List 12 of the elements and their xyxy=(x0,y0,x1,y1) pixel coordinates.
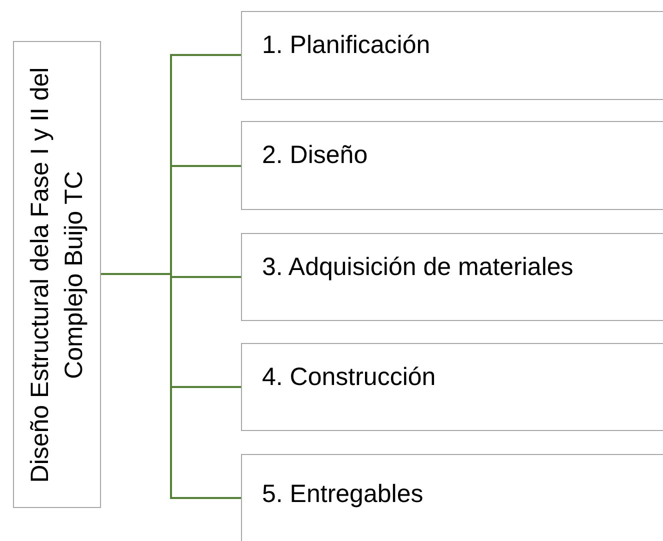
phase-label: 1. Planificación xyxy=(262,31,430,60)
phase-label: 2. Diseño xyxy=(262,141,368,170)
phase-box xyxy=(241,233,663,321)
phase-label: 3. Adquisición de materiales xyxy=(262,252,574,282)
phase-box xyxy=(241,11,663,100)
root-box xyxy=(13,41,101,508)
phase-label: 5. Entregables xyxy=(262,480,424,508)
phase-box xyxy=(241,454,663,541)
phase-box xyxy=(241,121,663,210)
root-title: Diseño Estructural dela Fase I y II del Complejo Buijo TC xyxy=(25,66,89,484)
phase-box xyxy=(241,343,663,431)
phase-label: 4. Construcción xyxy=(262,362,436,392)
